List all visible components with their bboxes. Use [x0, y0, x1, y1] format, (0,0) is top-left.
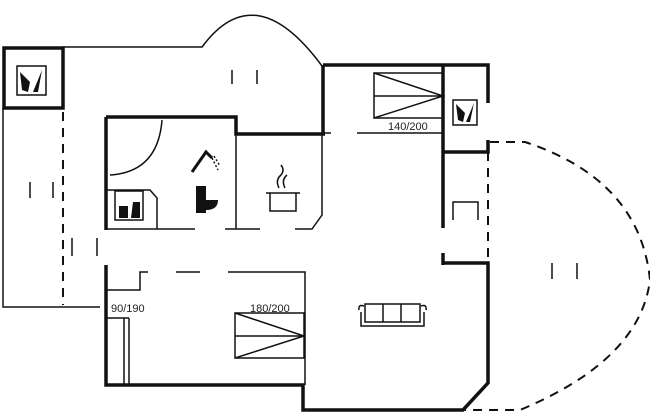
cooking-pot-icon: [266, 164, 300, 212]
bed-bottom: 180/200: [234, 303, 307, 359]
toilet-icon: [196, 186, 218, 213]
bed-top: 140/200: [373, 72, 446, 133]
bed-size-label: 180/200: [250, 303, 290, 315]
sauna-icon: [16, 65, 47, 96]
sofa-icon: [358, 303, 427, 327]
bed-size-label: 90/190: [111, 303, 145, 315]
walls: [2, 14, 650, 412]
shower-icon: [190, 149, 221, 173]
bed-size-label: 140/200: [388, 121, 428, 133]
sauna-icon: [452, 99, 478, 126]
washing-icon: [114, 190, 144, 221]
